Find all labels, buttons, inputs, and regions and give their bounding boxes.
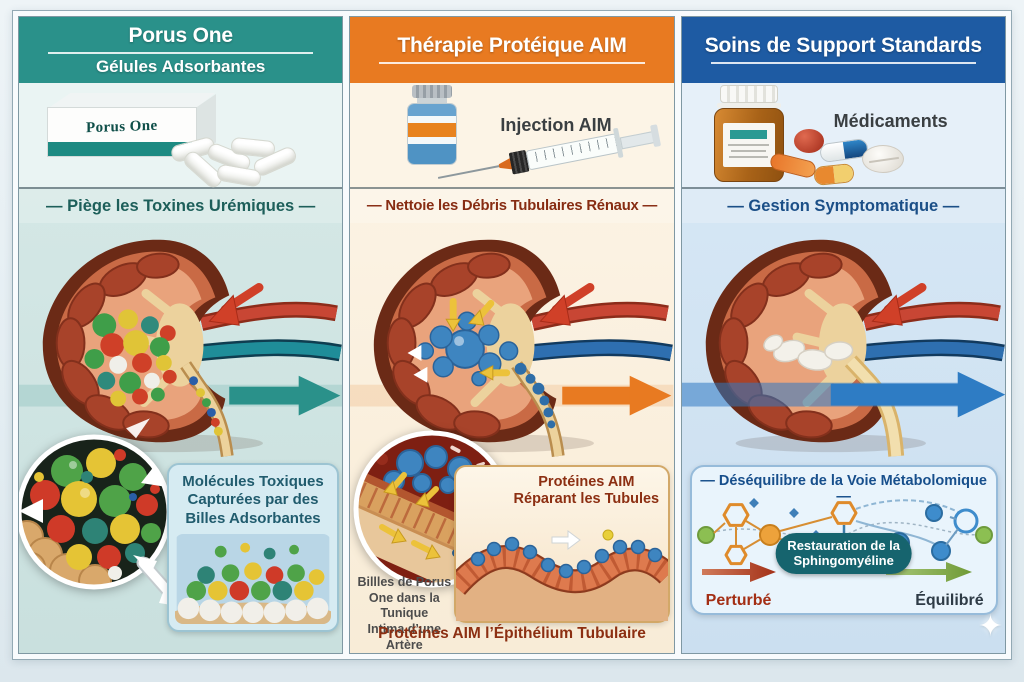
metabolomic-pathway-callout: — Déséquilibre de la Voie Métabolomique …	[689, 465, 998, 615]
header-divider	[379, 61, 645, 64]
header-divider	[710, 61, 976, 64]
panel-title: Thérapie Protéique AIM	[397, 33, 627, 57]
panel-porus-one: Porus One Gélules Adsorbantes Porus One …	[18, 16, 344, 654]
panel-header: Thérapie Protéique AIM	[350, 17, 674, 83]
pill-line: Sphingomyéline	[793, 553, 894, 569]
product-area: Injection AIM	[350, 83, 674, 187]
ureter-beads	[189, 376, 223, 436]
kidney-illustration-aim-repair	[350, 239, 674, 457]
red-pill-icon	[793, 129, 824, 153]
side-note-line: Intima d’une Artère	[367, 621, 442, 652]
kidney-illustration-symptomatic	[681, 239, 1005, 457]
sphingomyelin-restore-pill: Restauration de la Sphingomyéline	[775, 533, 913, 574]
side-note-line: Billles de Porus	[357, 575, 452, 589]
box-teal-band	[48, 142, 196, 156]
callout-line: Protéines AIM	[538, 474, 635, 490]
bead-magnifier-inset	[19, 433, 173, 591]
sparkle-icon: ✦	[977, 610, 1003, 643]
aim-protein-spheres	[417, 311, 556, 429]
panel-standard-care: Soins de Support Standards	[680, 16, 1006, 654]
disrupted-state-label: Perturbé	[705, 592, 772, 609]
panel-title: Soins de Support Standards	[704, 33, 982, 57]
disrupted-arrow	[701, 562, 776, 582]
box-label: Porus One	[86, 117, 158, 136]
balanced-state-label: Équilibré	[915, 592, 984, 609]
yellow-arrows	[445, 297, 511, 381]
captured-beads-illustration	[175, 533, 331, 624]
porus-beads-side-note: Billles de Porus One dans la Tunique Int…	[350, 575, 458, 653]
callout-line: Réparant les Tubules	[513, 491, 660, 508]
callout-line: Billes Adsorbantes	[185, 509, 321, 527]
product-area: Médicaments	[681, 83, 1005, 187]
kidney-art-area: — Déséquilibre de la Voie Métabolomique …	[681, 223, 1005, 653]
tubule-repair-callout: Protéines AIM Réparant les Tubules	[454, 465, 671, 623]
pathway-title: — Déséquilibre de la Voie Métabolomique …	[700, 473, 987, 505]
pill-bottle-icon	[712, 85, 786, 182]
kidney-illustration-toxin-trapping	[19, 239, 343, 457]
pill-line: Restauration de la	[787, 538, 901, 553]
callout-line: Capturées par des	[187, 491, 319, 509]
toxin-bead-cluster	[84, 309, 177, 407]
section-title: — Piège les Toxines Urémiques —	[19, 187, 343, 223]
side-note-line: One dans la Tunique	[368, 590, 440, 621]
callout-title: Protéines AIM Réparant les Tubules	[456, 467, 668, 509]
panel-header: Soins de Support Standards	[681, 17, 1005, 83]
vial-icon	[406, 85, 458, 165]
product-caption: Injection AIM	[500, 115, 612, 135]
section-title: — Nettoie les Débris Tubulaires Rénaux —	[350, 187, 674, 223]
tablet-pills-in-kidney	[762, 334, 853, 371]
toxin-capture-callout: Molécules Toxiques Capturées par des Bil…	[167, 463, 339, 632]
product-caption: Médicaments	[833, 111, 948, 131]
panel-header: Porus One Gélules Adsorbantes	[19, 17, 343, 83]
tubule-epithelium-illustration	[456, 529, 669, 621]
header-divider	[48, 51, 314, 54]
white-tablet-icon	[861, 145, 904, 173]
panel-subtitle: Gélules Adsorbantes	[95, 56, 266, 76]
orange-yellow-capsule-icon	[812, 162, 855, 187]
callout-line: Molécules Toxiques	[182, 473, 324, 490]
product-area: Porus One	[19, 83, 343, 191]
kidney-art-area: Molécules Toxiques Capturées par des Bil…	[19, 223, 343, 653]
comparison-card: Porus One Gélules Adsorbantes Porus One …	[12, 10, 1012, 660]
panel-aim-therapy: Thérapie Protéique AIM Injection AIM — N…	[349, 16, 675, 654]
panel-title: Porus One	[128, 23, 233, 47]
kidney-art-area: Protéines AIM Réparant les Tubules	[350, 223, 674, 653]
balanced-arrow	[885, 562, 972, 582]
box-top-face	[47, 93, 215, 109]
section-title: — Gestion Symptomatique —	[681, 187, 1005, 223]
tubule-bottom-caption: Protéines AIM l’Épithélium Tubulaire	[378, 625, 646, 642]
